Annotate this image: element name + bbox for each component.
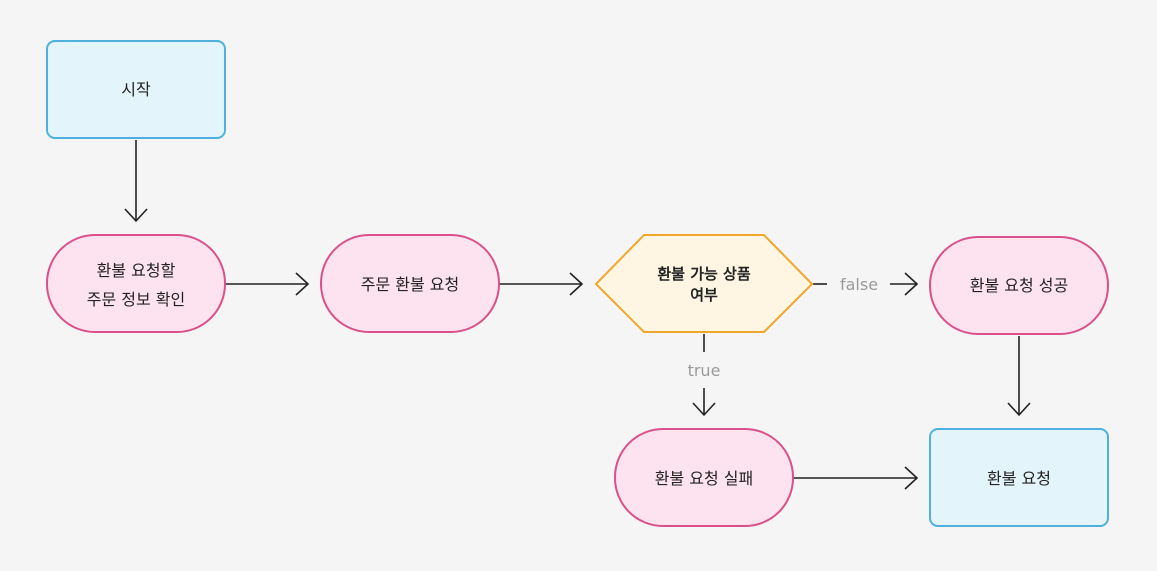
node-check-order-info[interactable]: 환불 요청할 주문 정보 확인 xyxy=(46,234,226,333)
node-check-order-info-shape xyxy=(46,234,226,333)
node-refundable-check-label-1: 환불 가능 상품 xyxy=(657,265,750,283)
node-refund-failure[interactable]: 환불 요청 실패 xyxy=(614,428,794,527)
node-order-refund-request-shape xyxy=(320,234,500,333)
edge-label-false: false xyxy=(840,275,878,294)
node-order-refund-request-label: 주문 환불 요청 xyxy=(361,275,460,294)
arrowhead-failure-to-end xyxy=(904,466,919,490)
arrowhead-check-order-to-order-refund xyxy=(295,272,310,296)
arrowhead-decision-to-failure xyxy=(692,402,716,417)
arrowhead-success-to-end xyxy=(1007,402,1031,417)
node-check-order-info-label-1: 환불 요청할 xyxy=(97,261,176,280)
node-refund-success-label: 환불 요청 성공 xyxy=(970,276,1069,295)
node-refund-request-end-shape xyxy=(929,428,1109,527)
node-refundable-check-shape xyxy=(594,234,814,333)
node-refund-failure-label: 환불 요청 실패 xyxy=(655,469,754,488)
node-check-order-info-label-2: 주문 정보 확인 xyxy=(87,290,186,309)
node-order-refund-request[interactable]: 주문 환불 요청 xyxy=(320,234,500,333)
node-start-shape xyxy=(46,40,226,139)
edges xyxy=(124,140,1031,490)
node-start-label: 시작 xyxy=(121,80,151,99)
arrowhead-order-refund-to-decision xyxy=(569,272,584,296)
node-refundable-check-label-2: 여부 xyxy=(690,286,718,304)
arrowhead-decision-to-success xyxy=(904,272,919,296)
node-start[interactable]: 시작 xyxy=(46,40,226,139)
node-refund-success[interactable]: 환불 요청 성공 xyxy=(929,236,1109,335)
node-refundable-check[interactable]: 환불 가능 상품 여부 xyxy=(594,234,814,333)
node-refund-success-shape xyxy=(929,236,1109,335)
node-refund-failure-shape xyxy=(614,428,794,527)
arrowhead-start-to-check-order xyxy=(124,208,148,223)
node-refund-request-end[interactable]: 환불 요청 xyxy=(929,428,1109,527)
edge-label-true: true xyxy=(688,361,721,380)
node-refund-request-end-label: 환불 요청 xyxy=(987,469,1051,488)
